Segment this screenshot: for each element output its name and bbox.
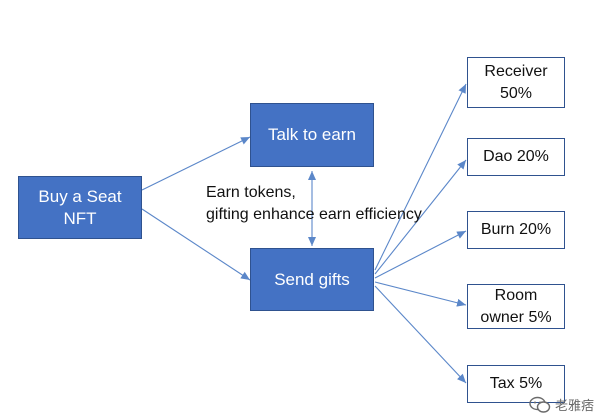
- arrow-buy-to-talk: [141, 136, 251, 191]
- arrow-gifts-to-burn: [374, 230, 467, 279]
- receiver-line2: 50%: [499, 84, 533, 102]
- arrow-gifts-to-dao: [374, 159, 467, 275]
- receiver-line1: Receiver: [484, 62, 548, 80]
- tax-label: Tax 5%: [489, 375, 543, 392]
- send-gifts-label: Send gifts: [274, 269, 350, 289]
- receiver-node: Receiver 50%: [467, 57, 565, 108]
- watermark-text: 老雅痞: [554, 398, 594, 413]
- room-owner-line1: Room: [494, 286, 538, 304]
- earn-annotation-line2: gifting enhance earn efficiency: [206, 206, 422, 223]
- arrow-gifts-to-room-owner: [374, 281, 467, 307]
- buy-a-seat-line2: NFT: [63, 208, 97, 228]
- wechat-icon: [529, 396, 551, 413]
- talk-to-earn-label: Talk to earn: [268, 125, 356, 144]
- buy-a-seat-nft-node: Buy a Seat NFT: [18, 176, 142, 239]
- room-owner-line2: owner 5%: [480, 308, 552, 326]
- tax-node: Tax 5%: [467, 365, 565, 403]
- earn-annotation: Earn tokens, gifting enhance earn effici…: [206, 182, 422, 226]
- dao-label: Dao 20%: [483, 148, 549, 165]
- send-gifts-node: Send gifts: [250, 248, 374, 311]
- arrow-buy-to-gifts: [141, 208, 251, 281]
- arrow-gifts-to-tax: [374, 285, 467, 384]
- dao-node: Dao 20%: [467, 138, 565, 176]
- burn-label: Burn 20%: [480, 221, 552, 238]
- buy-a-seat-line1: Buy a Seat: [38, 186, 122, 206]
- arrow-gifts-to-receiver: [374, 83, 467, 271]
- watermark: 老雅痞: [529, 395, 594, 414]
- talk-to-earn-node: Talk to earn: [250, 103, 374, 167]
- earn-annotation-line1: Earn tokens,: [206, 184, 296, 201]
- room-owner-node: Room owner 5%: [467, 284, 565, 329]
- burn-node: Burn 20%: [467, 211, 565, 249]
